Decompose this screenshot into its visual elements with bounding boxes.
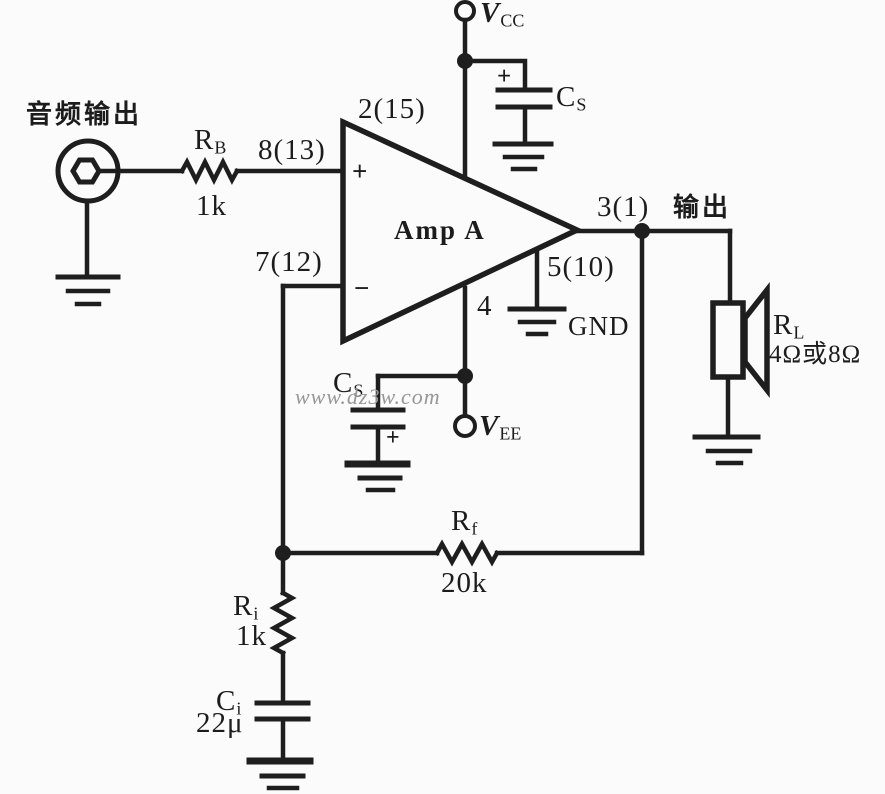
ri-value: 1k bbox=[236, 620, 267, 652]
vee-terminal bbox=[453, 414, 477, 438]
pin-supply-top-label: 2(15) bbox=[358, 93, 426, 125]
ci-capacitor bbox=[254, 700, 311, 761]
pin-ground-label: 5(10) bbox=[547, 251, 615, 283]
opamp-name: Amp A bbox=[394, 215, 486, 245]
rb-value: 1k bbox=[196, 190, 227, 222]
rl-value: 4Ω或8Ω bbox=[769, 341, 862, 368]
vee-label: VEE bbox=[479, 410, 522, 444]
rb-label: RB bbox=[194, 124, 227, 158]
speaker-symbol bbox=[710, 282, 770, 439]
pin-negative-supply-label: 4 bbox=[477, 290, 493, 322]
rf-label: Rf bbox=[451, 505, 478, 539]
rl-label: RL bbox=[773, 309, 805, 343]
vcc-terminal bbox=[454, 0, 476, 22]
wire-vcc-to-cs bbox=[462, 58, 528, 93]
rf-resistor bbox=[433, 539, 501, 567]
opamp-triangle bbox=[340, 117, 584, 346]
opamp-minus-sign: − bbox=[354, 273, 371, 303]
ground-symbol-cs-bottom bbox=[344, 460, 411, 493]
audio-input-label: 音频输出 bbox=[26, 100, 143, 129]
watermark: www.dz3w.com bbox=[295, 384, 441, 409]
ground-symbol-speaker bbox=[692, 434, 761, 466]
pin-output-label: 3(1) bbox=[597, 191, 650, 223]
ri-label: Ri bbox=[233, 590, 259, 624]
gnd-label: GND bbox=[568, 311, 630, 341]
ground-symbol-cs-top bbox=[492, 141, 554, 172]
pin-inverting-label: 7(12) bbox=[255, 246, 323, 278]
cs-top-label: CS bbox=[556, 81, 587, 115]
pin-noninverting-label: 8(13) bbox=[258, 134, 326, 166]
ri-resistor bbox=[269, 589, 297, 657]
ground-symbol-gnd-pin bbox=[507, 306, 567, 337]
vcc-label: VCC bbox=[480, 0, 525, 31]
cs-top-capacitor bbox=[495, 87, 553, 145]
cs-bottom-label: CS bbox=[333, 367, 364, 401]
ground-symbol-audio-input bbox=[55, 274, 121, 307]
ci-value: 22μ bbox=[196, 707, 244, 739]
ground-symbol-ci bbox=[246, 757, 314, 791]
opamp-plus-sign: + bbox=[352, 156, 369, 186]
audio-input-connector bbox=[55, 138, 121, 279]
cs-top-plus-sign: + bbox=[497, 63, 513, 90]
ci-label: Ci bbox=[216, 685, 242, 719]
cs-bottom-plus-sign: + bbox=[386, 425, 401, 451]
rf-value: 20k bbox=[441, 567, 488, 599]
rb-resistor bbox=[178, 156, 241, 186]
cs-bottom-capacitor bbox=[350, 373, 468, 464]
output-label: 输出 bbox=[673, 193, 732, 222]
